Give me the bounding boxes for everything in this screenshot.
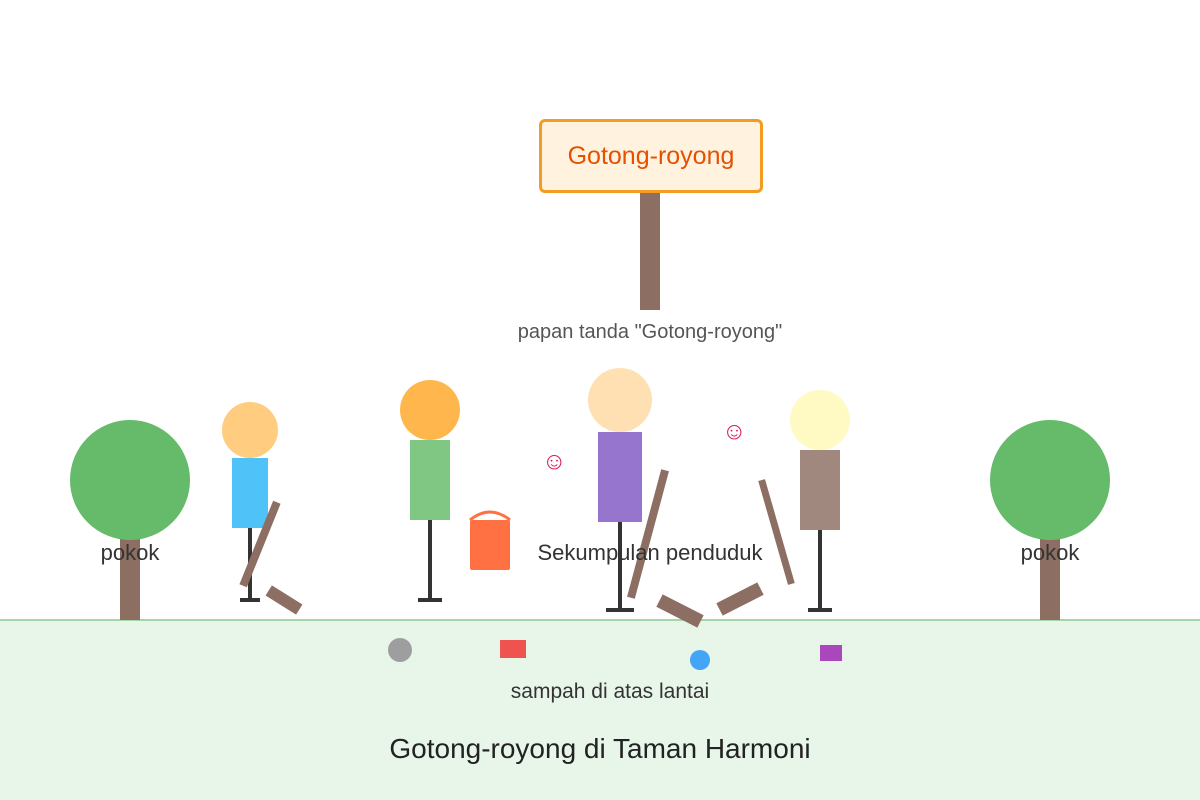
litter-label: sampah di atas lantai — [510, 680, 710, 703]
person-1-body — [232, 458, 268, 528]
person-4-foot — [808, 608, 832, 612]
broom-1-head — [265, 585, 303, 615]
ground — [0, 619, 1200, 800]
sign-text: Gotong-royong — [567, 141, 735, 170]
sign-caption: papan tanda "Gotong-royong" — [517, 321, 783, 343]
tree-label-right: pokok — [1020, 540, 1080, 565]
person-4-body — [800, 450, 840, 530]
group-label: Sekumpulan penduduk — [537, 540, 763, 565]
page-title: Gotong-royong di Taman Harmoni — [389, 733, 811, 764]
tree-crown-left — [70, 420, 190, 540]
person-3-head — [588, 368, 652, 432]
person-4-leg — [818, 530, 822, 610]
litter-item — [388, 638, 412, 662]
person-3-leg — [618, 522, 622, 610]
person-3-body — [598, 432, 642, 522]
person-2-head — [400, 380, 460, 440]
bucket-icon — [469, 510, 511, 570]
person-2-body — [410, 440, 450, 520]
sign-board: Gotong-royong — [539, 119, 763, 193]
litter-item — [690, 650, 710, 670]
sign-post — [640, 190, 660, 310]
person-1-foot — [240, 598, 260, 602]
person-1-head — [222, 402, 278, 458]
smiley-icon: ☺ — [722, 418, 747, 445]
litter-item — [500, 640, 526, 658]
tree-trunk-right — [1040, 530, 1060, 620]
person-2-foot — [418, 598, 442, 602]
litter-item — [820, 645, 842, 661]
tree-crown-right — [990, 420, 1110, 540]
person-4-head — [790, 390, 850, 450]
tree-label-left: pokok — [100, 540, 160, 565]
tree-trunk-left — [120, 530, 140, 620]
smiley-icon: ☺ — [542, 448, 567, 475]
broom-4-handle — [758, 479, 795, 585]
person-2-leg — [428, 520, 432, 600]
person-3-foot — [606, 608, 634, 612]
broom-4-head — [716, 582, 764, 616]
